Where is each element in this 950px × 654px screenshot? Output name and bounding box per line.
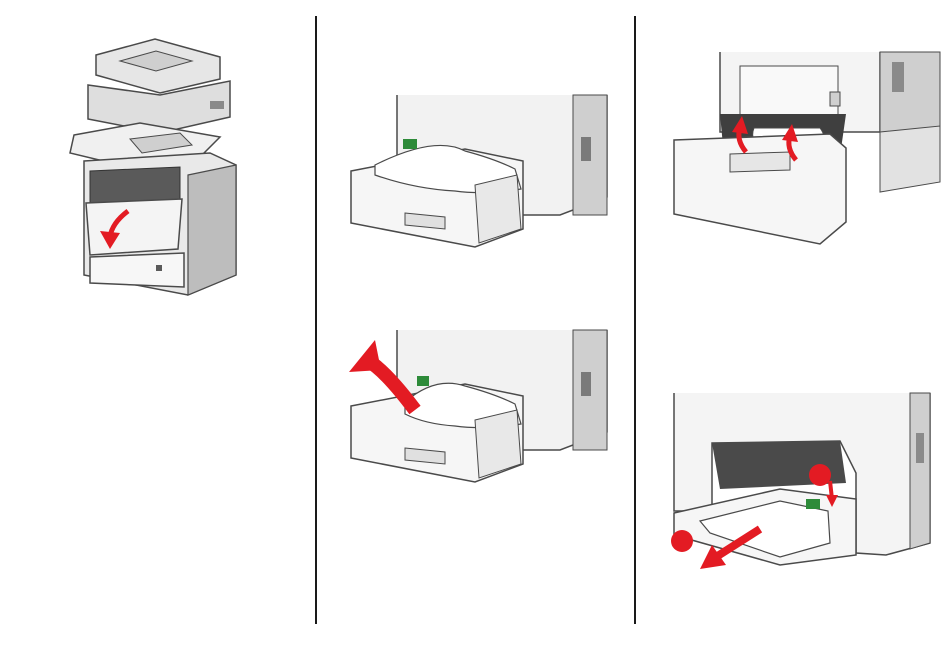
illustration-tray-lift-paper [345,330,615,490]
illustration-printer-door-open [60,35,260,305]
red-arrowhead [349,340,381,372]
column-divider-right [634,16,636,624]
illustration-tray-jammed [345,95,615,255]
callout-two [671,530,693,552]
callout-one [809,464,831,486]
illustration-manual-feeder [660,393,940,578]
illustration-tray-rollers [670,52,940,247]
column-divider-left [315,16,317,624]
